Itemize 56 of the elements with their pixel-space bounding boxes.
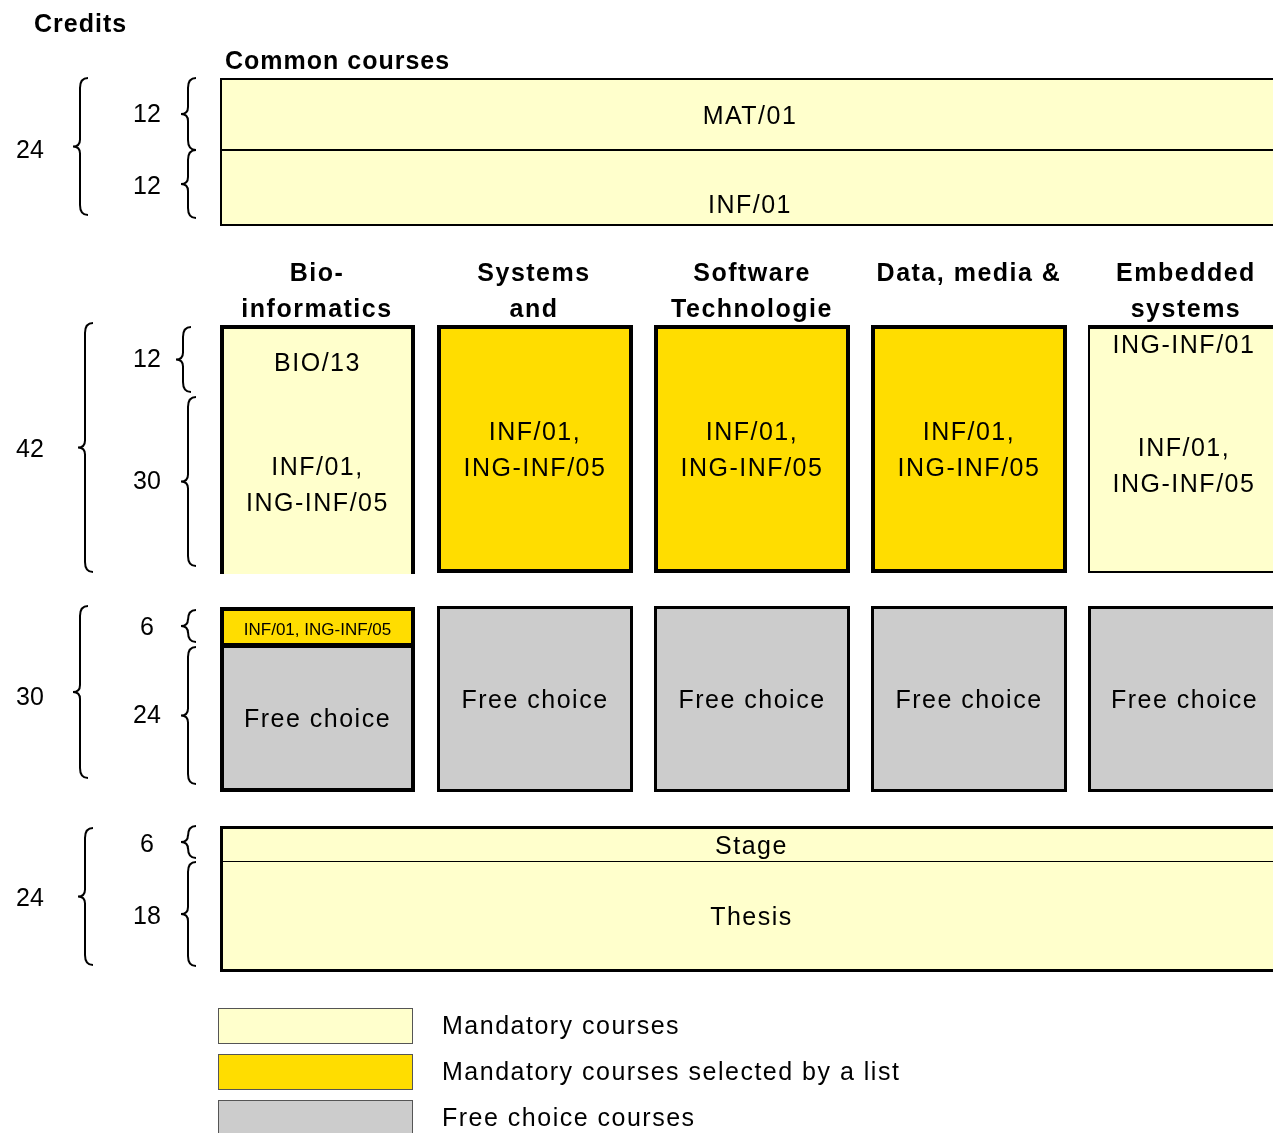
course-box — [1088, 358, 1273, 573]
course-code: ING-INF/01 — [1112, 329, 1256, 358]
course-box — [871, 325, 1067, 573]
column-heading: Bio- informatics — [240, 257, 394, 324]
course-code: INF/01, ING-INF/05 — [462, 416, 608, 483]
course-code: Free choice — [895, 684, 1043, 715]
course-box — [437, 325, 633, 573]
credit-number: 24 — [132, 700, 162, 729]
course-box — [220, 78, 1273, 151]
course-code: INF/01, ING-INF/05 — [245, 451, 390, 518]
credit-number: 18 — [132, 901, 162, 930]
credit-number: 6 — [139, 829, 155, 858]
credit-number: 12 — [132, 99, 162, 128]
credit-number: 30 — [15, 682, 45, 711]
course-box — [220, 394, 415, 574]
course-box — [437, 606, 633, 792]
legend-text: Free choice courses — [442, 1103, 696, 1132]
course-code: Thesis — [710, 900, 793, 932]
credit-number: 12 — [132, 344, 162, 373]
course-box — [654, 606, 850, 792]
column-heading: Software Technologie — [670, 257, 834, 324]
credit-number: 42 — [15, 434, 45, 463]
course-box — [654, 325, 850, 573]
axis-title: Credits — [34, 9, 128, 38]
course-box — [220, 607, 415, 647]
credit-number: 6 — [139, 612, 155, 641]
course-code: INF/01, ING-INF/05 — [679, 416, 825, 483]
course-box — [871, 606, 1067, 792]
column-heading: Embedded systems — [1115, 257, 1257, 324]
course-box — [220, 862, 1273, 972]
course-code: INF/01, ING-INF/05 — [1111, 431, 1257, 499]
credit-number: 24 — [15, 883, 45, 912]
course-code: Free choice — [243, 703, 392, 734]
course-box — [220, 644, 415, 792]
group-heading: Common courses — [225, 46, 451, 75]
course-code: INF/01, ING-INF/05 — [896, 416, 1042, 483]
course-code: BIO/13 — [274, 346, 361, 378]
legend-text: Mandatory courses — [442, 1011, 681, 1040]
credit-number: 30 — [132, 466, 162, 495]
course-code: Free choice — [1110, 684, 1259, 715]
course-box — [220, 325, 415, 395]
course-box — [220, 149, 1273, 226]
course-box — [1088, 606, 1273, 792]
credit-number: 12 — [132, 171, 162, 200]
course-code: MAT/01 — [702, 99, 798, 131]
credit-number: 24 — [15, 135, 45, 164]
course-code: Free choice — [461, 684, 609, 715]
course-box — [1088, 325, 1273, 360]
legend-text: Mandatory courses selected by a list — [442, 1057, 901, 1086]
course-code: Free choice — [678, 684, 826, 715]
course-code: INF/01 — [708, 189, 792, 220]
column-heading: Data, media & — [876, 257, 1062, 288]
column-heading: Systems and — [476, 257, 592, 324]
course-box — [220, 826, 1273, 864]
course-code: INF/01, ING-INF/05 — [243, 620, 392, 640]
course-code: Stage — [715, 830, 788, 861]
